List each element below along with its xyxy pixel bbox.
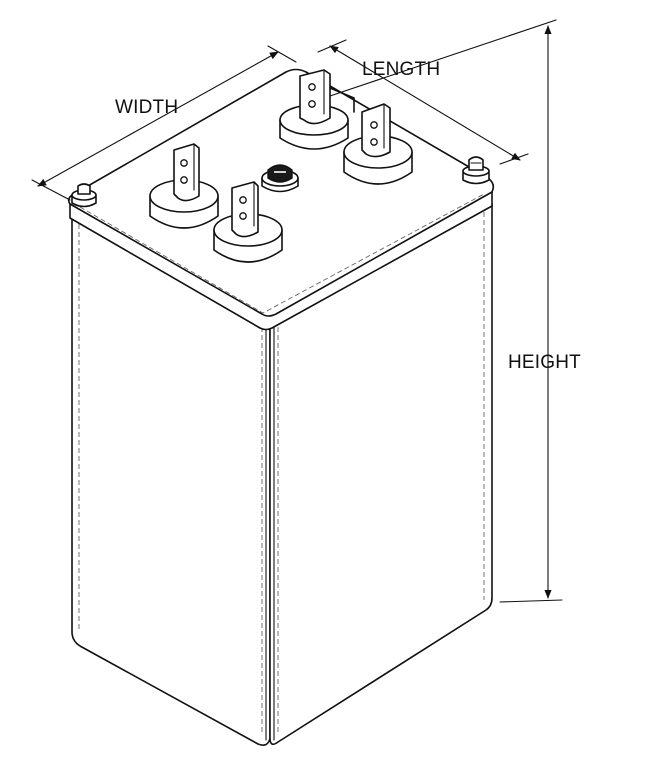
length-label: LENGTH bbox=[362, 59, 441, 80]
terminal-post-front bbox=[213, 181, 283, 263]
vent-cap-right bbox=[462, 156, 490, 185]
battery-case bbox=[71, 203, 493, 746]
width-dimension bbox=[31, 45, 297, 201]
width-label: WIDTH bbox=[115, 97, 179, 118]
length-dimension bbox=[317, 39, 529, 165]
height-dimension bbox=[329, 19, 563, 603]
height-label: HEIGHT bbox=[508, 352, 581, 373]
